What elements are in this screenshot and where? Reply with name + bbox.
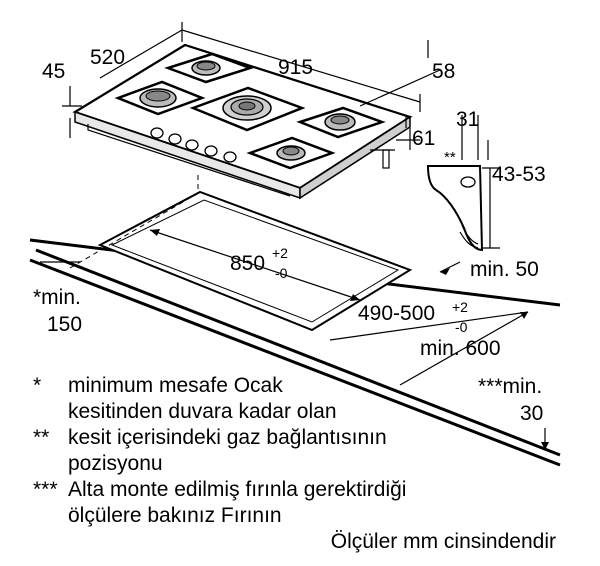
double-star-mark: **: [444, 149, 456, 166]
dim-43-53: 43-53: [492, 163, 546, 186]
control-knobs: [150, 127, 237, 163]
dim-min-30-b: 30: [520, 402, 543, 425]
dim-min-30-a: ***min.: [478, 375, 542, 398]
dim-915: 915: [278, 56, 313, 79]
cutout-dimension-lines: [40, 229, 549, 450]
footnotes: * minimum mesafe Ocak kesitinden duvara …: [33, 374, 406, 527]
hob-dimension-lines: [62, 22, 441, 150]
cutout-opening: [97, 190, 413, 332]
note-3-line-1: Alta monte edilmiş fırınla gerektirdiği: [68, 478, 406, 501]
units-footer: Ölçüler mm cinsindendir: [331, 530, 556, 553]
burner-rear-right: [296, 106, 386, 139]
dim-min-600: min. 600: [420, 337, 501, 360]
burner-rear-left: [164, 52, 254, 84]
note-2-mark: **: [33, 426, 49, 449]
dim-min-50: min. 50: [470, 258, 539, 281]
dim-520: 520: [90, 46, 125, 69]
note-1-line-1: minimum mesafe Ocak: [68, 374, 283, 397]
gas-connection-detail: [426, 115, 500, 252]
dim-490-500-tol-minus: -0: [455, 319, 468, 335]
countertop: [29, 175, 561, 467]
dim-490-500: 490-500: [358, 302, 435, 325]
dim-850-tol-minus: -0: [275, 265, 288, 281]
hob-side-edge: [299, 115, 411, 200]
note-1-line-2: kesitinden duvara kadar olan: [68, 400, 337, 423]
note-3-mark: ***: [33, 478, 58, 501]
gas-connector: [382, 149, 390, 169]
burner-center-wok: [189, 86, 306, 132]
dim-58: 58: [432, 60, 455, 83]
burner-front-left: [114, 80, 206, 116]
dim-61: 61: [412, 127, 435, 150]
dim-850-tol-plus: +2: [272, 245, 288, 261]
dim-min-150-b: 150: [47, 313, 82, 336]
note-3-line-2: ölçülere bakınız Fırının: [68, 504, 282, 527]
dim-31: 31: [456, 108, 479, 131]
dim-850: 850: [230, 252, 265, 275]
dim-490-500-tol-plus: +2: [452, 299, 468, 315]
dim-45: 45: [42, 60, 65, 83]
burner-front-right: [246, 136, 336, 170]
gas-hob: [72, 43, 413, 200]
note-2-line-2: pozisyonu: [68, 452, 163, 475]
note-2-line-1: kesit içerisindeki gaz bağlantısının: [68, 426, 387, 449]
dim-min-150-a: *min.: [33, 286, 81, 309]
note-1-mark: *: [33, 374, 41, 397]
